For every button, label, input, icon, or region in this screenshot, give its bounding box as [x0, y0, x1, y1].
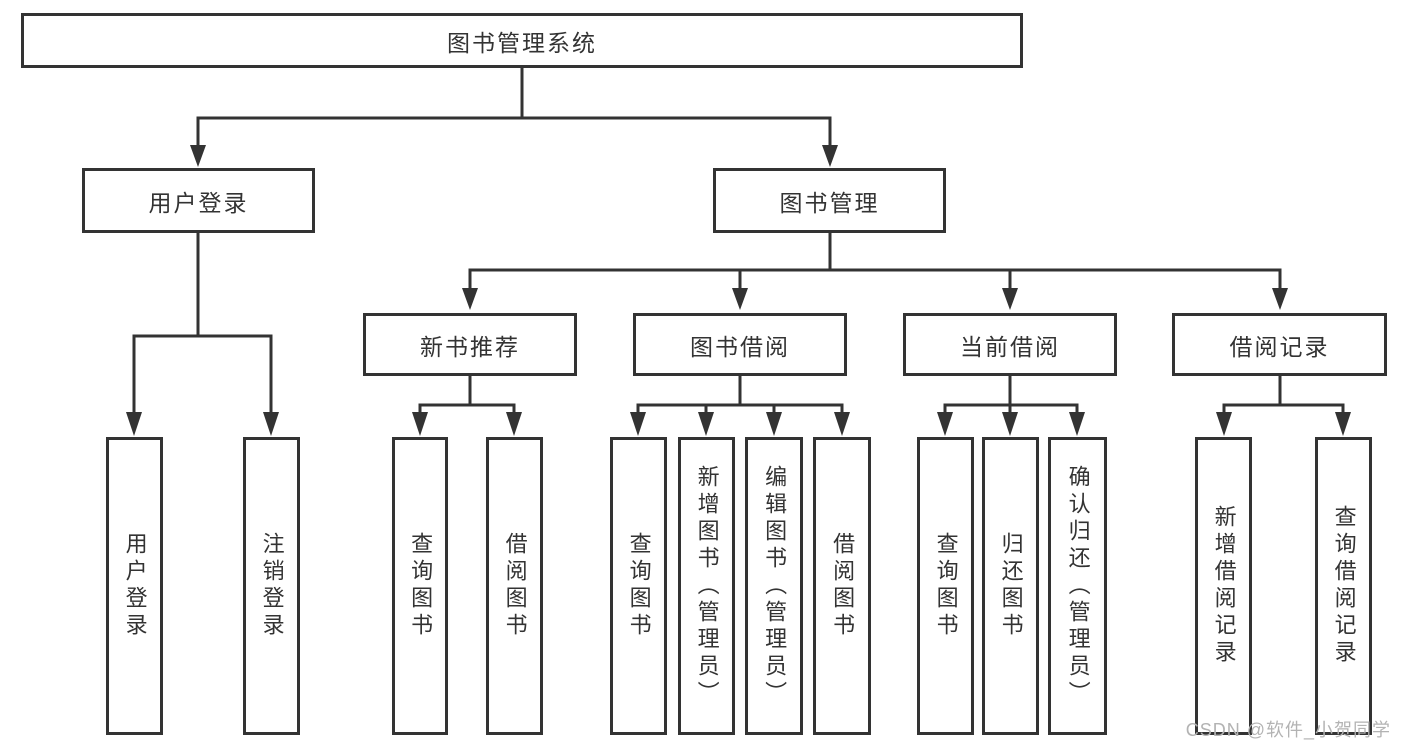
leaf-user-login: 用户登录	[106, 437, 163, 735]
leaf-bb-borrow-books: 借阅图书	[813, 437, 871, 735]
leaf-cb-query-books: 查询图书	[917, 437, 974, 735]
leaf-label: 确认归还（管理员）	[1065, 464, 1091, 708]
leaf-br-query-record: 查询借阅记录	[1315, 437, 1372, 735]
leaf-logout: 注销登录	[243, 437, 300, 735]
node-current-borrowing: 当前借阅	[903, 313, 1117, 376]
leaf-label: 借阅图书	[830, 532, 856, 640]
leaf-label: 借阅图书	[502, 532, 528, 640]
node-root: 图书管理系统	[21, 13, 1023, 68]
node-borrowing-records: 借阅记录	[1172, 313, 1387, 376]
node-book-management: 图书管理	[713, 168, 946, 233]
leaf-label: 查询图书	[626, 532, 652, 640]
leaf-bb-add-books-admin: 新增图书（管理员）	[678, 437, 735, 735]
leaf-label: 新增图书（管理员）	[694, 464, 720, 708]
node-user-login: 用户登录	[82, 168, 315, 233]
leaf-label: 查询图书	[933, 532, 959, 640]
leaf-cb-return-books: 归还图书	[982, 437, 1039, 735]
leaf-label: 归还图书	[998, 532, 1024, 640]
leaf-br-add-record: 新增借阅记录	[1195, 437, 1252, 735]
leaf-nbr-query-books: 查询图书	[392, 437, 448, 735]
leaf-bb-edit-books-admin: 编辑图书（管理员）	[745, 437, 803, 735]
leaf-label: 注销登录	[259, 532, 285, 640]
leaf-label: 新增借阅记录	[1211, 505, 1237, 667]
watermark: CSDN @软件_小贺同学	[1185, 720, 1391, 740]
node-new-book-recommend: 新书推荐	[363, 313, 577, 376]
leaf-label: 查询借阅记录	[1331, 505, 1357, 667]
leaf-bb-query-books: 查询图书	[610, 437, 667, 735]
leaf-cb-confirm-return-admin: 确认归还（管理员）	[1048, 437, 1107, 735]
leaf-nbr-borrow-books: 借阅图书	[486, 437, 543, 735]
node-book-borrowing: 图书借阅	[633, 313, 847, 376]
leaf-label: 查询图书	[408, 532, 434, 640]
leaf-label: 编辑图书（管理员）	[762, 464, 788, 708]
leaf-label: 用户登录	[122, 532, 148, 640]
